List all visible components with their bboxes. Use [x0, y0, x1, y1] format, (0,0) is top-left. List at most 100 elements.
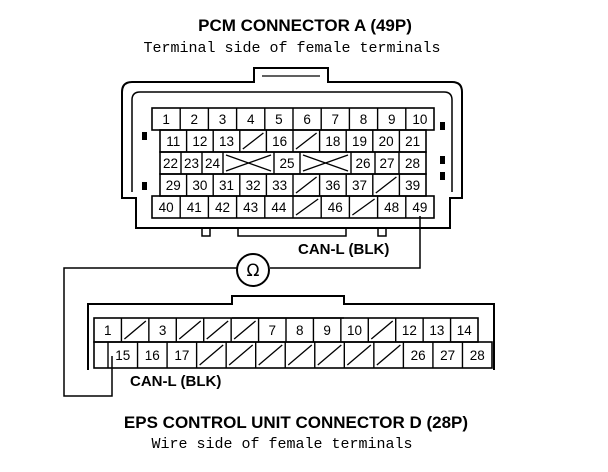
- pcm-pin-cell: 10: [405, 108, 427, 130]
- pcm-empty-pin-slash: [242, 132, 264, 150]
- eps-pin-number: 9: [323, 323, 331, 338]
- pcm-pin-number: 23: [184, 156, 199, 171]
- eps-pin-cell: [195, 342, 224, 368]
- pcm-pin-cell: 11: [166, 134, 180, 149]
- pcm-connector-housing: [121, 67, 463, 237]
- pcm-pin-number: 9: [388, 112, 396, 127]
- eps-empty-pin-slash: [287, 344, 313, 366]
- eps-pin-cell: [343, 342, 372, 368]
- pcm-pin-number: 16: [272, 134, 287, 149]
- pcm-pin-cell: 41: [179, 196, 202, 218]
- pcm-pin-number: 41: [187, 200, 202, 215]
- pcm-pin-cell: 43: [235, 196, 258, 218]
- eps-pin-number: 16: [145, 348, 160, 363]
- pcm-pin-cell: 48: [376, 196, 399, 218]
- eps-pin-number: 15: [115, 348, 130, 363]
- pcm-pin-cell: 40: [159, 200, 174, 215]
- pcm-latch-marks: [142, 122, 445, 190]
- pcm-pin-cell: 46: [320, 196, 343, 218]
- pcm-pin-cell: 19: [345, 130, 367, 152]
- pcm-pin-cell: 44: [264, 196, 287, 218]
- eps-pin-number: 10: [347, 323, 362, 338]
- pcm-pin-cell: [239, 130, 264, 152]
- pcm-pin-number: 25: [279, 156, 294, 171]
- pcm-pin-cell: 31: [212, 174, 234, 196]
- pcm-pin-cell: [372, 174, 397, 196]
- eps-pin-number: 13: [429, 323, 444, 338]
- pcm-pin-number: 13: [219, 134, 234, 149]
- pcm-empty-pin-cross: [302, 154, 349, 172]
- pcm-pin-cell: [348, 196, 375, 218]
- pcm-pin-cell: 18: [318, 130, 340, 152]
- pcm-pin-cell: 7: [320, 108, 339, 130]
- pcm-probe-wire: [270, 216, 421, 269]
- eps-empty-pin-slash: [317, 344, 342, 366]
- pcm-pin-number: 10: [412, 112, 427, 127]
- eps-pin-number: 12: [402, 323, 417, 338]
- eps-empty-pin-slash: [376, 344, 401, 366]
- pcm-pin-cell: 21: [398, 130, 420, 152]
- eps-pin-number: 28: [470, 348, 485, 363]
- eps-pin-cell: [254, 342, 283, 368]
- eps-pin-number: 8: [296, 323, 304, 338]
- eps-connector-subtitle: Wire side of female terminals: [151, 436, 412, 453]
- pcm-pin-number: 6: [303, 112, 311, 127]
- eps-pin-cell: 7: [257, 318, 276, 342]
- eps-pin-cell: 12: [395, 318, 417, 342]
- pcm-pin-cell: 20: [372, 130, 394, 152]
- pcm-pin-cell: 6: [292, 108, 311, 130]
- eps-pin-cell: 28: [461, 342, 485, 368]
- eps-pin-number: 3: [159, 323, 167, 338]
- pcm-pin-cell: 36: [318, 174, 340, 196]
- pcm-pin-number: 24: [205, 156, 221, 171]
- eps-pin-number: 14: [457, 323, 473, 338]
- eps-pin-cell: [203, 318, 229, 342]
- pcm-pin-cell: 28: [398, 152, 420, 174]
- pcm-pin-number: 48: [384, 200, 399, 215]
- eps-empty-pin-slash: [233, 320, 256, 340]
- eps-empty-pin-slash: [178, 320, 202, 340]
- eps-pin-cell: [367, 318, 394, 342]
- eps-pin-cell: [314, 342, 342, 368]
- pcm-pin-number: 27: [379, 156, 394, 171]
- pcm-pin-cell: 32: [239, 174, 261, 196]
- pcm-pin-number: 42: [215, 200, 230, 215]
- pcm-pin-cell: 5: [264, 108, 283, 130]
- eps-empty-pin-slash: [258, 344, 283, 366]
- ohmmeter-icon: Ω: [236, 253, 270, 287]
- eps-pin-cell: 16: [136, 342, 160, 368]
- pcm-pin-cell: 3: [207, 108, 226, 130]
- pcm-empty-pin-slash: [352, 198, 375, 216]
- eps-pin-cell: [225, 342, 254, 368]
- pcm-pin-number: 1: [162, 112, 170, 127]
- pcm-pin-cell: 23: [180, 152, 199, 174]
- eps-pin-number: 17: [174, 348, 189, 363]
- eps-empty-pin-slash: [370, 320, 394, 340]
- eps-pin-cell: 14: [449, 318, 473, 342]
- pcm-pin-cell: [292, 174, 317, 196]
- eps-empty-pin-slash: [199, 344, 224, 366]
- pcm-empty-pin-slash: [295, 198, 319, 216]
- pcm-pin-number: 49: [412, 200, 427, 215]
- pcm-pin-cell: 26: [350, 152, 371, 174]
- pcm-pin-number: 21: [405, 134, 420, 149]
- pcm-empty-pin-slash: [295, 132, 317, 150]
- eps-pin-cell: 17: [166, 342, 189, 368]
- pcm-pin-cell: [292, 130, 317, 152]
- pcm-pin-number: 43: [243, 200, 258, 215]
- eps-empty-pin-slash: [124, 320, 147, 340]
- eps-pin-cell: 27: [432, 342, 455, 368]
- eps-pin-cell: 26: [402, 342, 426, 368]
- pcm-pin-number: 4: [247, 112, 255, 127]
- pcm-pin-cell: 27: [374, 152, 395, 174]
- eps-pin-cell: [120, 318, 147, 342]
- pcm-connector-title: PCM CONNECTOR A (49P): [198, 16, 412, 35]
- eps-pin-number: 26: [411, 348, 426, 363]
- pcm-pin-number: 40: [159, 200, 174, 215]
- pcm-empty-pin-slash: [375, 176, 397, 194]
- eps-pin-number: 27: [440, 348, 455, 363]
- pcm-pin-number: 31: [219, 178, 234, 193]
